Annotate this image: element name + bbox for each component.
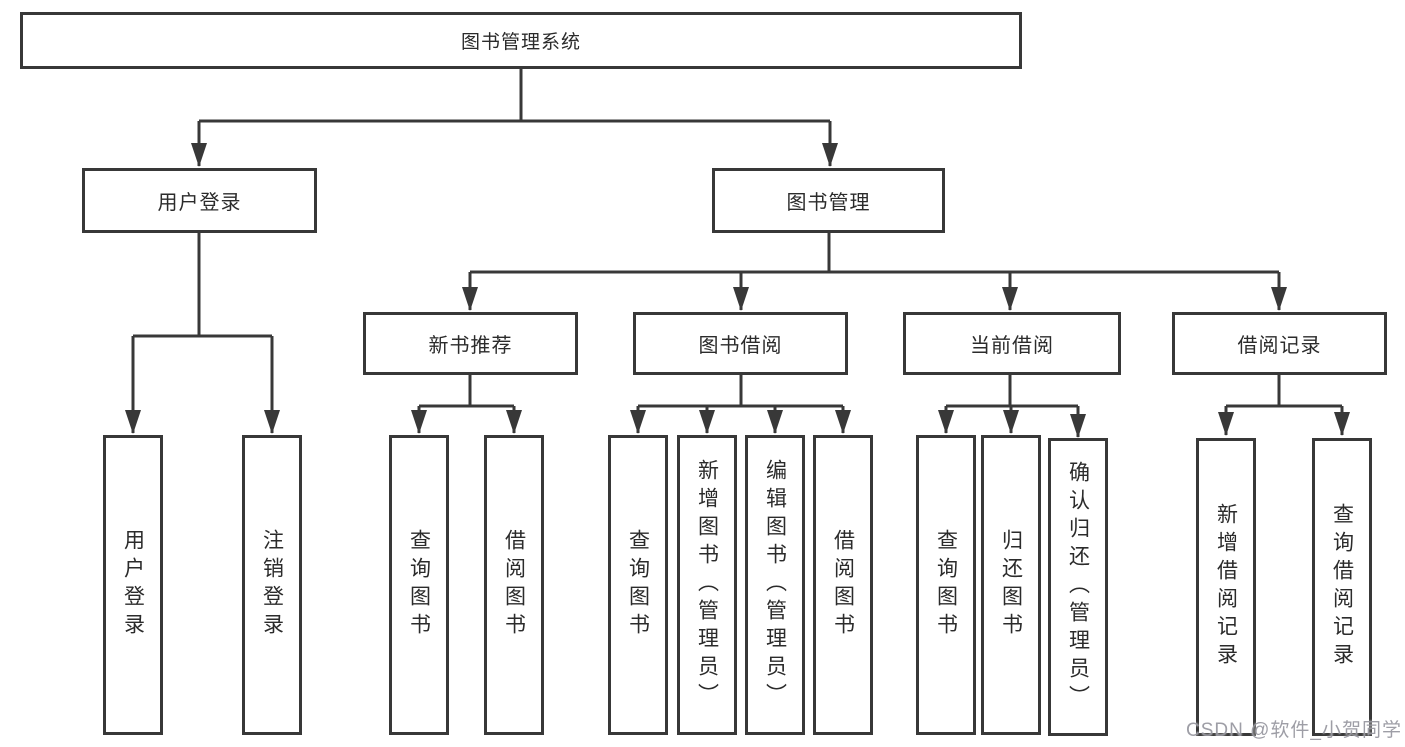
leaf-add-books-admin: 新增图书（管理员）	[677, 435, 737, 735]
node-current-borrowing: 当前借阅	[903, 312, 1121, 375]
leaf-return-books: 归还图书	[981, 435, 1041, 735]
node-label: 新增图书（管理员）	[695, 459, 719, 711]
node-label: 新书推荐	[428, 335, 513, 357]
node-label: 借阅图书	[502, 529, 526, 641]
leaf-confirm-return-admin: 确认归还（管理员）	[1048, 438, 1108, 736]
leaf-query-borrow-record: 查询借阅记录	[1312, 438, 1372, 736]
node-label: 归还图书	[999, 529, 1023, 641]
node-user-login: 用户登录	[82, 168, 317, 233]
leaf-edit-books-admin: 编辑图书（管理员）	[745, 435, 805, 735]
leaf-query-books-recommend: 查询图书	[389, 435, 449, 735]
node-label: 编辑图书（管理员）	[763, 459, 787, 711]
node-label: 新增借阅记录	[1214, 503, 1238, 671]
node-label: 用户登录	[121, 529, 145, 641]
leaf-add-borrow-record: 新增借阅记录	[1196, 438, 1256, 736]
leaf-query-books-borrowing: 查询图书	[608, 435, 668, 735]
node-label: 查询图书	[626, 529, 650, 641]
node-label: 借阅记录	[1237, 335, 1322, 357]
node-label: 当前借阅	[970, 335, 1054, 357]
node-label: 查询图书	[934, 529, 958, 641]
node-label: 查询借阅记录	[1330, 503, 1354, 671]
leaf-user-login: 用户登录	[103, 435, 163, 735]
leaf-query-books-current: 查询图书	[916, 435, 976, 735]
node-root-system: 图书管理系统	[20, 12, 1022, 69]
leaf-logout: 注销登录	[242, 435, 302, 735]
node-book-management: 图书管理	[712, 168, 945, 233]
leaf-borrow-books-recommend: 借阅图书	[484, 435, 544, 735]
node-new-book-recommendation: 新书推荐	[363, 312, 578, 375]
node-label: 确认归还（管理员）	[1066, 461, 1090, 713]
node-label: 图书管理系统	[460, 32, 581, 53]
node-borrowing-records: 借阅记录	[1172, 312, 1387, 375]
csdn-watermark: CSDN @软件_小贺同学	[1186, 720, 1402, 741]
node-label: 用户登录	[157, 192, 242, 214]
node-label: 查询图书	[407, 529, 431, 641]
leaf-borrow-books: 借阅图书	[813, 435, 873, 735]
node-label: 借阅图书	[831, 529, 855, 641]
node-label: 注销登录	[260, 529, 284, 641]
node-label: 图书借阅	[698, 335, 783, 357]
node-book-borrowing: 图书借阅	[633, 312, 848, 375]
node-label: 图书管理	[786, 192, 871, 214]
